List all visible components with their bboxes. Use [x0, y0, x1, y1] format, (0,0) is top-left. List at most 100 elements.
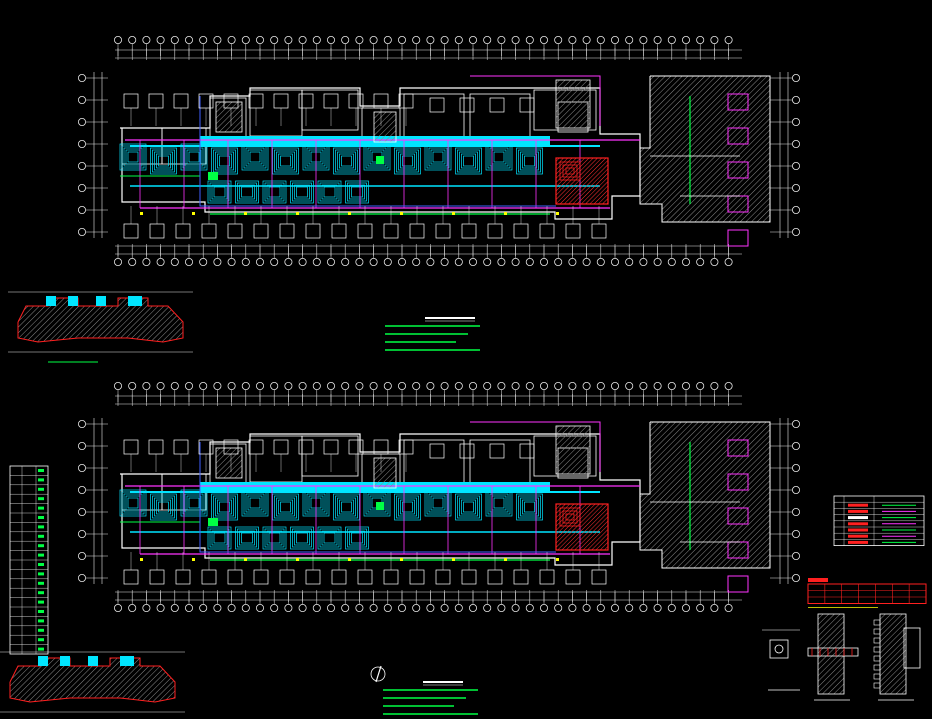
- axis-bubble: [78, 139, 87, 148]
- side-table-cell-mark: [38, 516, 44, 519]
- axis-bubble: [170, 604, 179, 613]
- fan-coil-unit: [262, 526, 287, 550]
- fan-coil-unit: [337, 151, 356, 171]
- axis-bubble: [78, 441, 87, 450]
- axis-bubble: [270, 257, 279, 266]
- axis-bubble: [227, 36, 236, 45]
- axis-bubble: [142, 257, 151, 266]
- axis-bubble: [554, 36, 563, 45]
- fan-coil-unit: [266, 530, 283, 546]
- fan-coil-unit: [262, 180, 287, 204]
- fan-coil-unit: [424, 143, 452, 171]
- axis-bubble: [199, 36, 208, 45]
- axis-bubble: [625, 381, 634, 390]
- fan-coil-unit: [430, 495, 446, 511]
- axis-bubble: [667, 604, 676, 613]
- fan-coil-unit: [459, 151, 478, 171]
- axis-bubble: [625, 604, 634, 613]
- fan-coil-unit: [485, 143, 513, 171]
- axis-bubble: [792, 183, 801, 192]
- axis-bubble: [156, 381, 165, 390]
- annex-room-fixture: [727, 507, 749, 525]
- fan-coil-unit: [123, 493, 143, 513]
- axis-bubble: [355, 381, 364, 390]
- axis-bubble: [128, 381, 137, 390]
- axis-bubble: [298, 257, 307, 266]
- fan-coil-unit: [249, 151, 261, 163]
- axis-bubble: [270, 36, 279, 45]
- axis-bubble: [355, 604, 364, 613]
- detail-a-frame: [769, 639, 789, 659]
- equipment-marker: [192, 212, 195, 215]
- axis-bubble: [696, 36, 705, 45]
- axis-bubble: [724, 381, 733, 390]
- fan-coil-unit: [396, 149, 419, 173]
- fan-coil-unit: [455, 493, 482, 521]
- fan-coil-unit: [264, 182, 285, 202]
- axis-bubble: [454, 381, 463, 390]
- fan-coil-unit: [243, 491, 267, 515]
- highlighted-unit-coil: [562, 164, 578, 178]
- lower-floor-plan: [78, 381, 801, 613]
- stair-core: [373, 457, 397, 489]
- detail-c-block: [873, 664, 881, 671]
- axis-bubble: [184, 604, 193, 613]
- axis-bubble: [525, 604, 534, 613]
- axis-bubble: [78, 419, 87, 428]
- fan-coil-unit: [241, 186, 253, 198]
- axis-bubble: [792, 485, 801, 494]
- annex-room-fixture: [727, 575, 749, 593]
- fan-coil-unit: [396, 495, 419, 519]
- fan-coil-unit: [402, 501, 413, 513]
- fan-coil-unit: [367, 147, 387, 167]
- axis-bubble: [397, 381, 406, 390]
- axis-bubble: [582, 604, 591, 613]
- detail-c-fitting: [903, 627, 921, 669]
- axis-bubble: [792, 507, 801, 516]
- fan-coil-unit: [321, 530, 338, 546]
- fan-coil-unit: [524, 501, 535, 513]
- highlighted-unit-coil: [559, 507, 581, 527]
- axis-bubble: [792, 463, 801, 472]
- valve: [208, 518, 218, 526]
- axis-bubble: [156, 604, 165, 613]
- fan-coil-unit: [341, 155, 352, 167]
- axis-bubble: [682, 604, 691, 613]
- axis-bubble: [792, 419, 801, 428]
- axis-bubble: [426, 257, 435, 266]
- fan-coil-unit: [219, 155, 230, 167]
- fan-coil-unit: [245, 147, 265, 167]
- key-plan-core: [120, 656, 134, 666]
- fan-coil-unit: [428, 493, 448, 513]
- axis-bubble: [653, 604, 662, 613]
- axis-bubble: [184, 36, 193, 45]
- axis-bubble: [355, 36, 364, 45]
- room-tag: [489, 97, 505, 113]
- axis-bubble: [724, 36, 733, 45]
- upper-floor-plan: [78, 36, 801, 266]
- fan-coil-unit: [241, 532, 253, 544]
- axis-bubble: [412, 604, 421, 613]
- fan-coil-unit: [235, 526, 259, 550]
- fan-coil-unit: [317, 526, 342, 550]
- fan-coil-unit: [123, 147, 143, 167]
- axis-bubble: [792, 74, 801, 83]
- axis-bubble: [792, 96, 801, 105]
- annex-hatched-area: [639, 421, 771, 569]
- axis-bubble: [199, 604, 208, 613]
- axis-bubble: [511, 604, 520, 613]
- axis-bubble: [667, 36, 676, 45]
- fan-coil-unit: [188, 497, 200, 509]
- axis-bubble: [298, 604, 307, 613]
- fan-coil-unit: [290, 526, 314, 550]
- axis-bubble: [568, 381, 577, 390]
- axis-bubble: [397, 257, 406, 266]
- axis-bubble: [625, 36, 634, 45]
- axis-bubble: [412, 36, 421, 45]
- fan-coil-unit: [516, 493, 543, 521]
- annex-room-fixture: [727, 229, 749, 247]
- fan-coil-unit: [363, 489, 391, 517]
- fan-coil-unit: [296, 532, 308, 544]
- axis-bubble: [440, 381, 449, 390]
- axis-bubble: [227, 381, 236, 390]
